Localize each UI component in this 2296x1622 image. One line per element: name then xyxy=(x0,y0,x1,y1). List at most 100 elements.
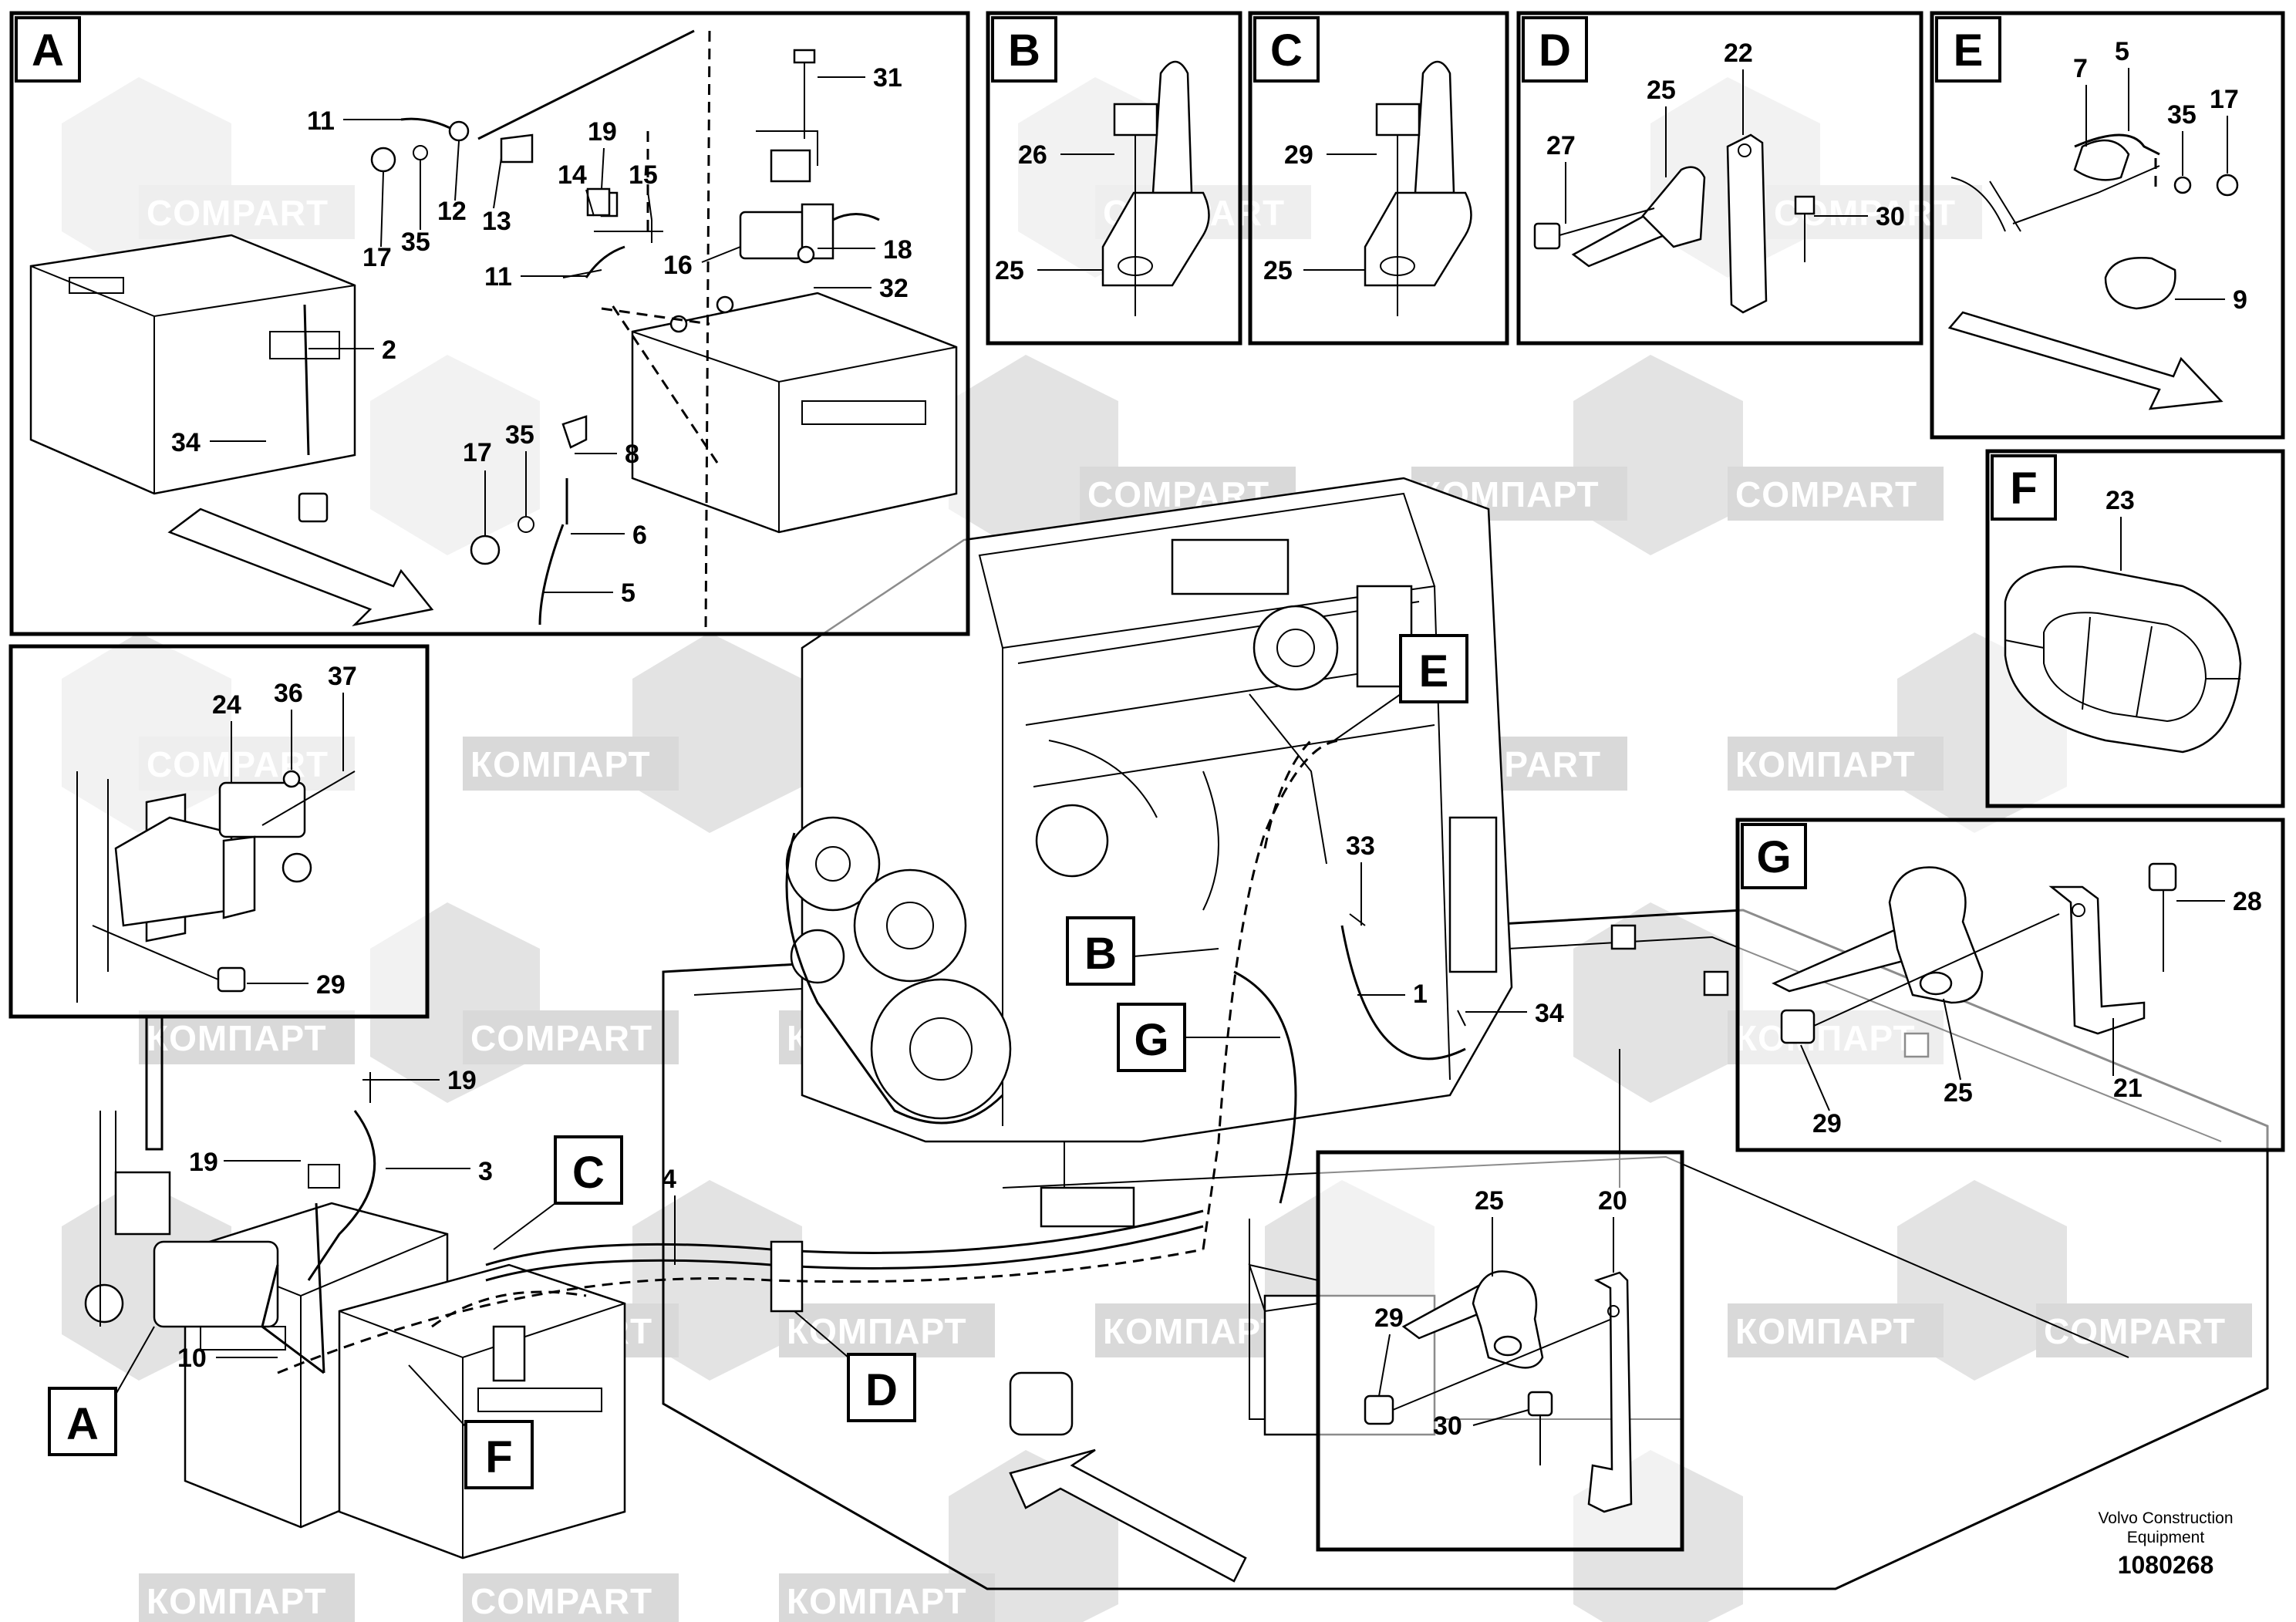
part-label: 35 xyxy=(401,228,430,257)
company-name: Volvo Construction xyxy=(2098,1509,2233,1527)
watermark-text: КОМПАРТ xyxy=(147,1581,327,1621)
part-label: 27 xyxy=(1546,131,1576,160)
cable-3 xyxy=(307,1110,376,1281)
part-label: 35 xyxy=(2167,100,2197,130)
callout-g[interactable]: G xyxy=(1134,1015,1168,1065)
callout-b[interactable]: B xyxy=(1084,929,1117,979)
part-label: 8 xyxy=(625,440,639,469)
part-label: 29 xyxy=(1284,140,1313,170)
part-label: 17 xyxy=(2210,85,2239,114)
panel-letter-b: B xyxy=(1008,25,1040,76)
main-assembly xyxy=(84,477,2269,1590)
part-label: 19 xyxy=(588,117,617,147)
callout-d[interactable]: D xyxy=(865,1365,898,1415)
panel-letter-d: D xyxy=(1539,25,1571,76)
part-label: 9 xyxy=(2233,285,2247,315)
callout-f[interactable]: F xyxy=(485,1432,512,1482)
part-label: 30 xyxy=(1876,202,1905,231)
panel-letter-e: E xyxy=(1954,25,1984,76)
watermark-text: COMPART xyxy=(1735,474,1917,514)
engine xyxy=(785,477,1513,1143)
part-label: 19 xyxy=(189,1148,218,1177)
part-label: 16 xyxy=(663,251,693,280)
part-label: 17 xyxy=(463,438,492,467)
part-label: 25 xyxy=(1263,256,1293,285)
part-label: 19 xyxy=(447,1066,477,1095)
callout-c[interactable]: C xyxy=(572,1148,605,1198)
detail-panel-clip-bracket xyxy=(1248,1150,1684,1552)
part-label: 13 xyxy=(482,207,511,236)
detail-panel-c: C xyxy=(1248,11,1509,346)
part-label: 36 xyxy=(274,679,303,708)
main-battery-switch xyxy=(84,1111,279,1328)
part-label: 14 xyxy=(558,160,587,190)
cable-1 xyxy=(1233,970,1297,1204)
panel-letter-c: C xyxy=(1270,25,1303,76)
part-label: 25 xyxy=(1944,1078,1973,1108)
watermark-text: COMPART xyxy=(2044,1311,2226,1351)
part-label: 15 xyxy=(629,160,658,190)
detail-panel-switch-mount xyxy=(8,644,430,1151)
part-label: 34 xyxy=(171,428,201,457)
watermark-text: КОМПАРТ xyxy=(1103,1311,1283,1351)
part-label: 2 xyxy=(382,336,396,365)
part-label: 12 xyxy=(437,197,467,226)
part-label: 34 xyxy=(1535,999,1564,1028)
detail-panel-d: D xyxy=(1516,11,1923,346)
panel-letter-f: F xyxy=(2010,464,2037,514)
part-label: 4 xyxy=(662,1165,676,1194)
drawing-number: 1080268 xyxy=(2118,1551,2214,1579)
part-label: 23 xyxy=(2106,486,2135,515)
part-label: 11 xyxy=(484,262,512,292)
part-label: 7 xyxy=(2073,54,2088,83)
part-label: 32 xyxy=(879,274,909,303)
part-label: 25 xyxy=(1475,1186,1504,1216)
panel-letter-a: A xyxy=(32,25,64,76)
panel-letter-g: G xyxy=(1756,832,1791,882)
part-label: 35 xyxy=(505,420,534,450)
part-label: 29 xyxy=(316,970,346,1000)
watermark-text: COMPART xyxy=(470,1581,652,1621)
watermark-text: КОМПАРТ xyxy=(1735,1311,1916,1351)
part-label: 3 xyxy=(478,1157,493,1186)
watermark-text: КОМПАРТ xyxy=(147,1018,327,1058)
direction-arrow xyxy=(1947,311,2224,410)
part-label: 29 xyxy=(1374,1303,1404,1333)
detail-panel-f: F xyxy=(1985,449,2285,808)
part-label: 24 xyxy=(212,690,241,720)
watermark-text: COMPART xyxy=(470,1018,652,1058)
watermark-text: КОМПАРТ xyxy=(470,744,651,784)
part-label: 21 xyxy=(2113,1074,2143,1103)
detail-panel-e: E xyxy=(1930,11,2285,440)
watermark-text: КОМПАРТ xyxy=(787,1311,967,1351)
part-label: 37 xyxy=(328,662,357,691)
direction-arrow xyxy=(1009,1448,1247,1583)
part-label: 1 xyxy=(1413,980,1428,1009)
detail-panel-b: B xyxy=(986,11,1242,346)
callout-e[interactable]: E xyxy=(1419,646,1449,696)
part-label: 11 xyxy=(307,106,335,136)
part-label: 25 xyxy=(1647,76,1676,105)
detail-panel-g: G xyxy=(1735,818,2285,1152)
watermark-text: КОМПАРТ xyxy=(1735,744,1916,784)
part-label: 20 xyxy=(1598,1186,1627,1216)
part-label: 17 xyxy=(362,243,392,272)
direction-arrow xyxy=(167,508,434,627)
part-label: 6 xyxy=(632,521,647,550)
watermark-text: КОМПАРТ xyxy=(787,1581,967,1621)
part-label: 5 xyxy=(2115,37,2129,66)
part-label: 33 xyxy=(1346,831,1375,861)
part-label: 28 xyxy=(2233,887,2262,916)
part-label: 29 xyxy=(1812,1109,1842,1138)
company-name-line2: Equipment xyxy=(2127,1529,2205,1546)
detail-panel-a: A xyxy=(9,11,970,636)
part-label: 30 xyxy=(1433,1411,1462,1441)
part-label: 10 xyxy=(177,1344,207,1373)
part-label: 25 xyxy=(995,256,1024,285)
part-label: 22 xyxy=(1724,39,1753,68)
part-label: 5 xyxy=(621,578,636,608)
callout-a[interactable]: A xyxy=(66,1399,99,1449)
part-label: 26 xyxy=(1018,140,1047,170)
part-label: 31 xyxy=(873,63,902,93)
